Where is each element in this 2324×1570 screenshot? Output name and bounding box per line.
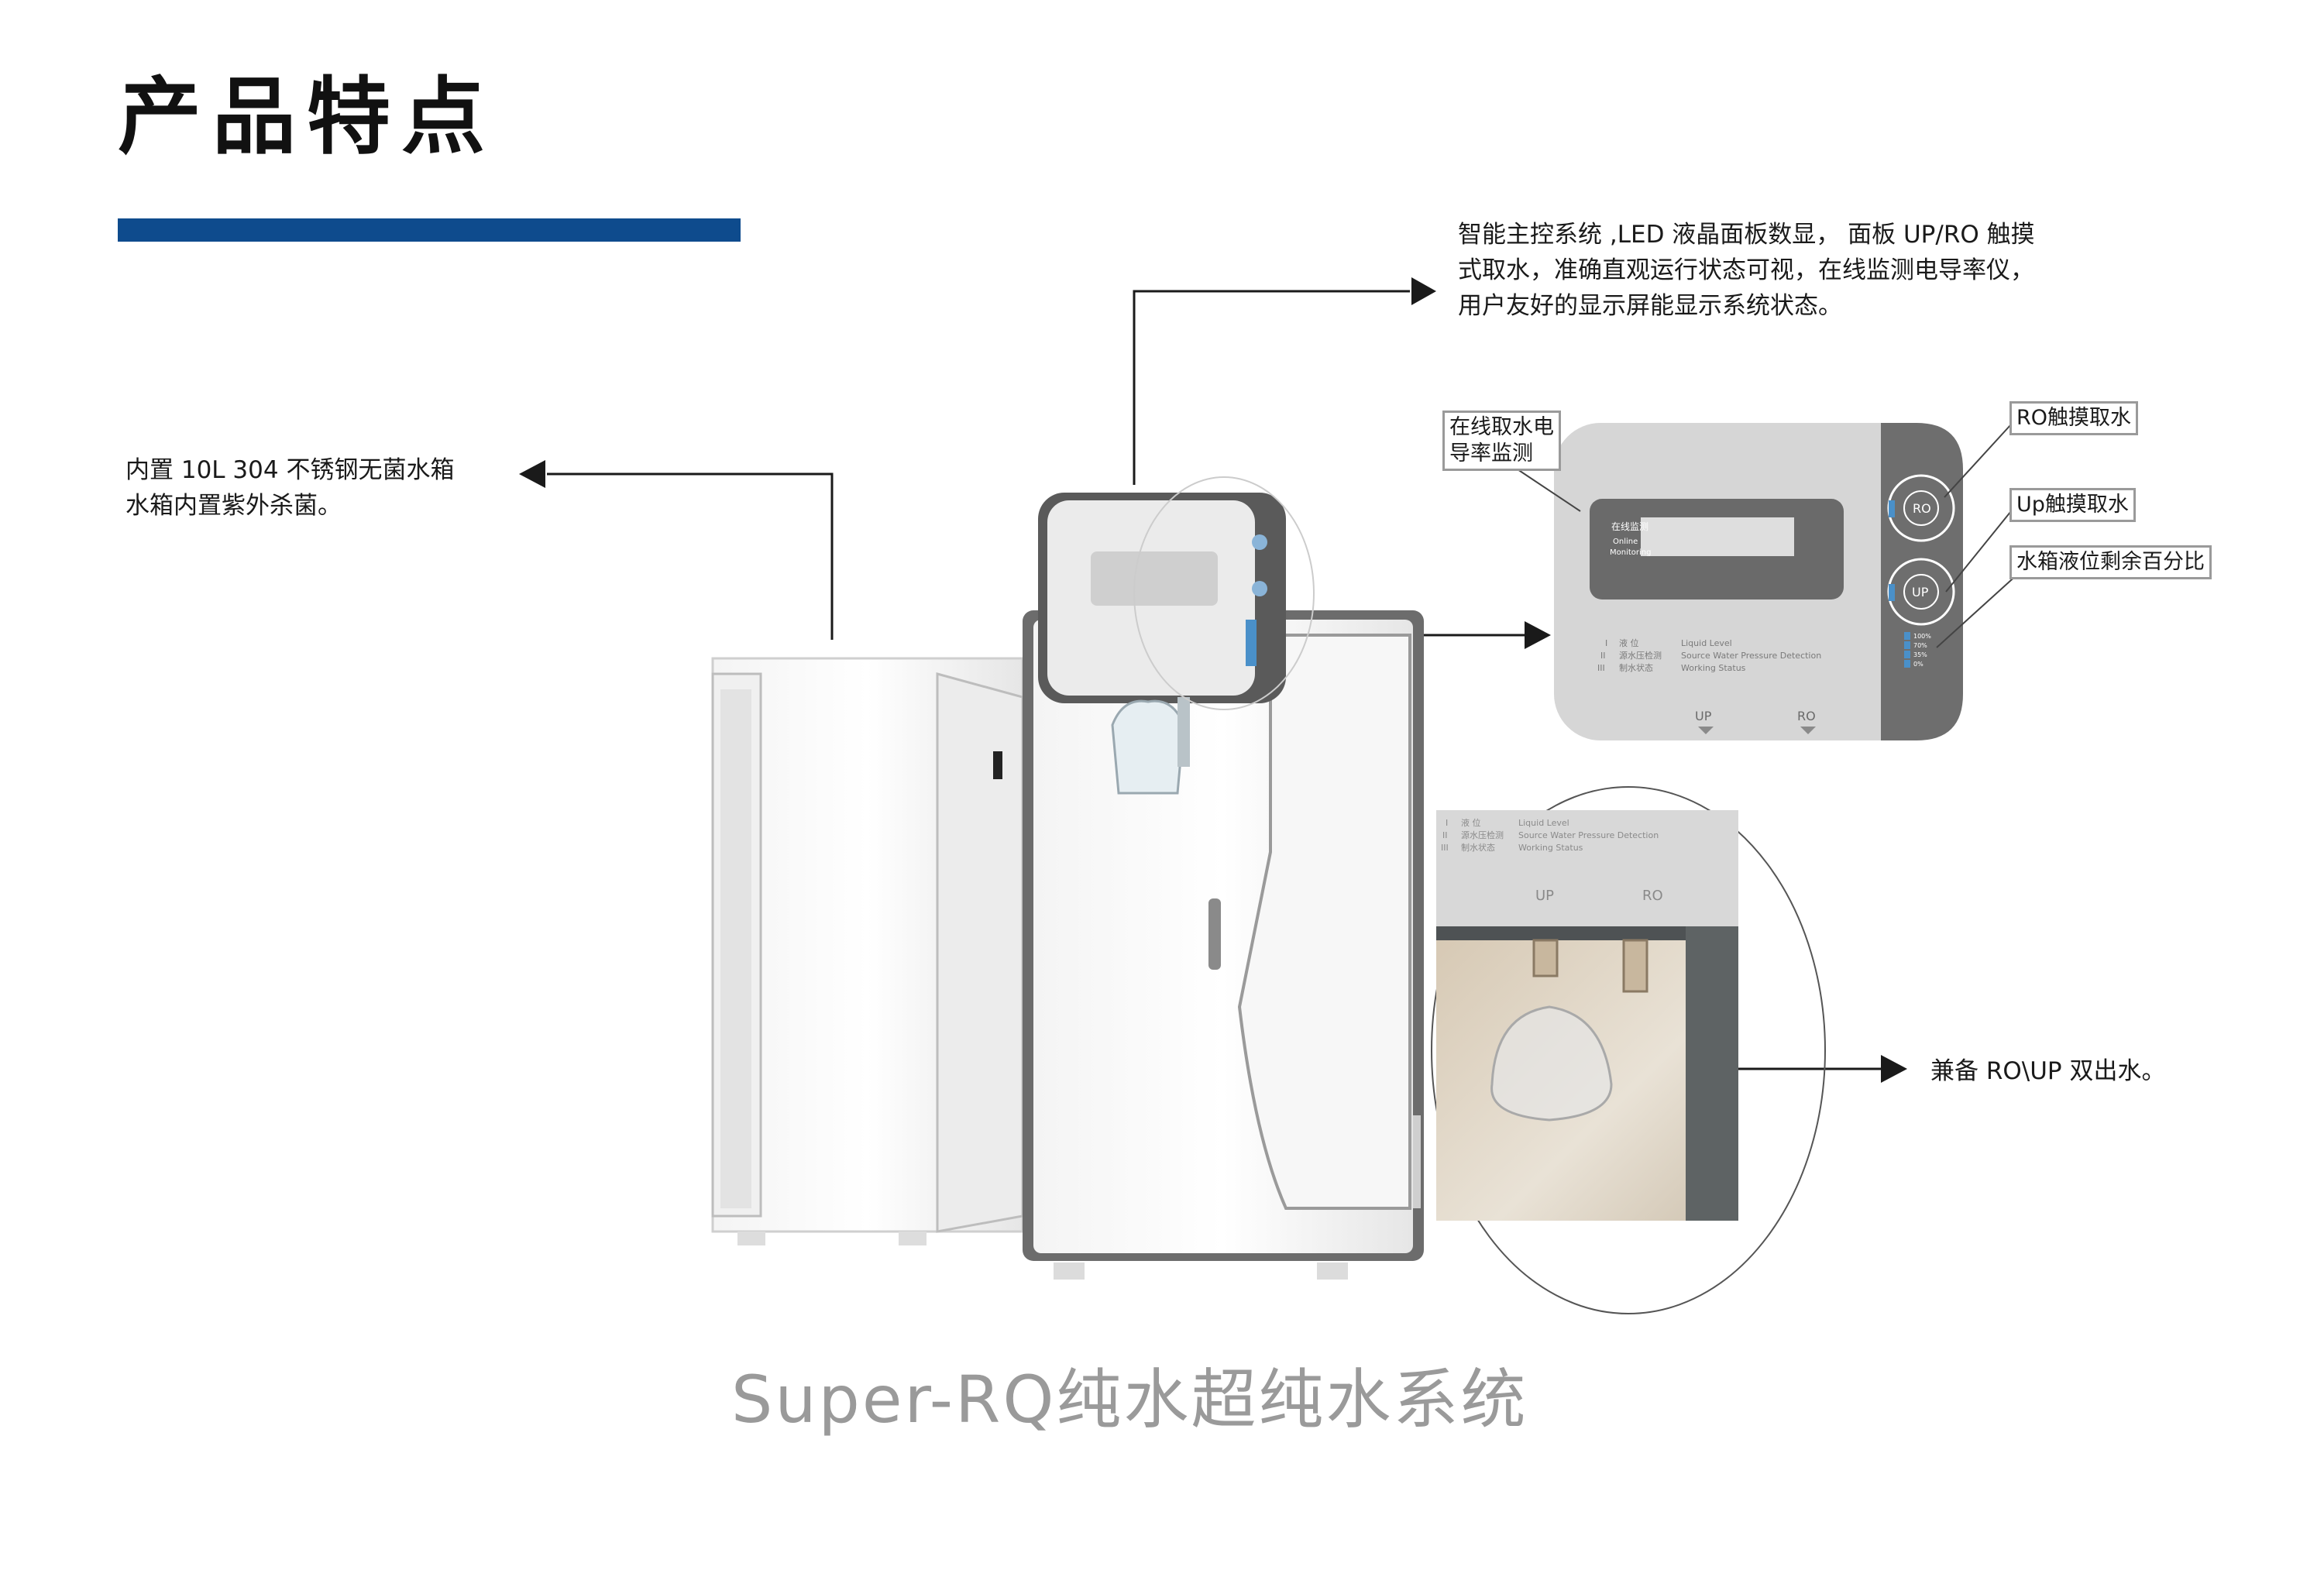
page-title: 产品特点 [118,69,497,166]
svg-text:制水状态: 制水状态 [1619,662,1653,673]
svg-text:III: III [1597,663,1605,673]
arrow-right-icon [1411,277,1436,305]
svg-text:Source Water Pressure Detectio: Source Water Pressure Detection [1518,830,1659,840]
feature-text-line: 内置 10L 304 不锈钢无菌水箱 [125,456,455,484]
feature-text-line: 式取水，准确直观运行状态可视，在线监测电导率仪， [1458,256,2034,284]
feature-control-system: 智能主控系统 ,LED 液晶面板数显， 面板 UP/RO 触摸 式取水，准确直观… [1458,217,2035,324]
callout-ro-touch: RO触摸取水 [2009,401,2139,435]
tank-level-indicator: 100% 70% 35% 0% [1904,632,1931,668]
arrow-right-icon [1881,1055,1907,1083]
feature-text-line: 用户友好的显示屏能显示系统状态。 [1458,292,1842,320]
svg-text:Working Status: Working Status [1518,843,1583,853]
svg-text:Source Water Pressure Detectio: Source Water Pressure Detection [1681,651,1821,661]
screen-label-en: Online [1613,538,1638,546]
outlet-detail: I 液 位 Liquid Level II 源水压检测 Source Water… [1431,786,1826,1314]
svg-text:Working Status: Working Status [1681,663,1746,673]
screen-label-cn: 在线监测 [1611,521,1648,532]
feature-tank: 内置 10L 304 不锈钢无菌水箱 水箱内置紫外杀菌。 [125,452,454,524]
svg-text:I: I [1605,638,1607,648]
arrow-right-icon [1525,621,1551,649]
svg-text:35%: 35% [1913,651,1927,658]
feature-dual-outlet: 兼备 RO\UP 双出水。 [1930,1057,2166,1085]
feature-text-line: 智能主控系统 ,LED 液晶面板数显， 面板 UP/RO 触摸 [1458,221,2035,249]
product-caption: Super-RQ纯水超纯水系统 [731,1362,1528,1438]
callout-up-touch: Up触摸取水 [2009,488,2136,522]
purifier-cabinet [1023,610,1424,1280]
svg-text:源水压检测: 源水压检测 [1619,650,1662,661]
screen-label-en: Monitoring [1610,548,1651,557]
outlet-labels: UP RO [1695,709,1816,723]
svg-text:100%: 100% [1913,633,1931,640]
svg-text:液 位: 液 位 [1461,817,1481,828]
connector-control [1133,290,1410,485]
callout-tank-level: 水箱液位剩余百分比 [2009,545,2212,579]
control-head [1038,476,1315,795]
svg-text:UP: UP [1912,585,1929,599]
ro-touch-button: RO [1887,474,1955,542]
control-panel-detail: 在线监测 Online Monitoring I 液 位 Liquid Leve… [1510,423,2020,740]
chevron-down-icon [1800,727,1816,734]
panel-legend: I 液 位 Liquid Level II 源水压检测 Source Water… [1597,637,1821,673]
svg-text:III: III [1441,843,1449,853]
svg-text:液 位: 液 位 [1619,637,1639,648]
connector-tank [547,472,834,640]
svg-text:RO: RO [1913,501,1931,516]
svg-text:Liquid Level: Liquid Level [1681,638,1732,648]
svg-text:源水压检测: 源水压检测 [1461,830,1504,840]
svg-text:UP: UP [1695,709,1712,723]
svg-text:I: I [1446,818,1448,828]
callout-online-conductivity: 在线取水电 导率监测 [1442,411,1561,471]
svg-text:70%: 70% [1913,642,1927,649]
title-underline [118,218,741,242]
svg-text:制水状态: 制水状态 [1461,842,1495,853]
svg-text:RO: RO [1642,888,1663,904]
up-touch-button: UP [1887,558,1955,626]
svg-text:RO: RO [1797,709,1816,723]
chevron-down-icon [1698,727,1714,734]
svg-text:Liquid Level: Liquid Level [1518,818,1569,828]
svg-text:II: II [1600,651,1606,661]
feature-text-line: 水箱内置紫外杀菌。 [125,492,342,520]
arrow-left-icon [519,460,545,488]
tank-cabinet [711,657,1024,1245]
svg-text:UP: UP [1535,888,1554,904]
svg-text:0%: 0% [1913,661,1923,668]
svg-text:II: II [1442,830,1448,840]
